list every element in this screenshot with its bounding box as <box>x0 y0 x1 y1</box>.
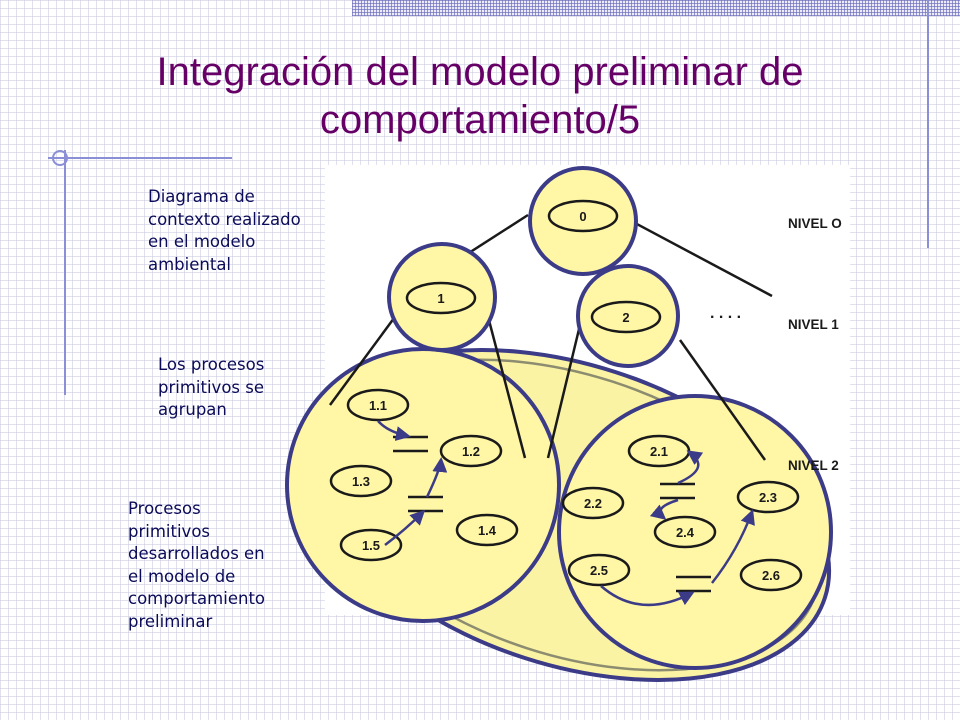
note-line: primitivos se <box>158 377 265 397</box>
process-bubble-2-6 <box>739 558 803 592</box>
note-context-diagram: Diagrama de contexto realizado en el mod… <box>148 186 301 276</box>
process-label: 0 <box>579 209 586 224</box>
slide-title: Integración del modelo preliminar de com… <box>0 48 960 144</box>
note-line: comportamiento <box>128 589 266 608</box>
process-label: 2.2 <box>584 496 602 511</box>
note-line: el modelo de <box>128 566 236 586</box>
data-flow-arrow <box>677 450 704 485</box>
note-line: desarrollados en <box>128 544 265 563</box>
level-label: NIVEL 2 <box>788 458 839 473</box>
level-labels: NIVEL O NIVEL 1 NIVEL 2 <box>788 216 842 473</box>
note-line: contexto realizado <box>148 209 301 229</box>
data-flow-arrow <box>600 585 695 607</box>
level-label: NIVEL O <box>788 216 842 231</box>
process-bubble-1 <box>405 281 477 315</box>
data-flow-arrow <box>384 509 426 546</box>
process-label: 1.3 <box>352 474 370 489</box>
process-label: 1.4 <box>478 523 497 538</box>
process-bubble-2 <box>590 300 662 334</box>
data-flow-arrow <box>649 498 679 520</box>
process-label: 2.4 <box>676 525 695 540</box>
connector-line <box>483 304 527 459</box>
process-labels: 0 1 2 1.1 1.2 1.3 1.4 1.5 2.1 2.2 2.3 2.… <box>352 209 780 583</box>
process-label: 1 <box>437 291 444 306</box>
note-line: Procesos <box>128 499 201 518</box>
note-line: Los procesos <box>158 355 265 374</box>
data-flow-arrow <box>711 509 755 584</box>
level-label: NIVEL 1 <box>788 317 839 332</box>
note-grouped-processes: Los procesos primitivos se agrupan <box>158 354 264 422</box>
note-line: ambiental <box>148 254 232 274</box>
process-bubble-1-2 <box>439 434 503 468</box>
title-underline-accent <box>48 157 232 159</box>
more-processes-ellipsis: . . . . <box>710 305 741 322</box>
note-line: primitivos <box>128 521 211 541</box>
process-bubble-1-3 <box>329 464 393 498</box>
note-line: en el modelo <box>148 232 256 251</box>
note-line: agrupan <box>158 400 227 419</box>
process-label: 1.1 <box>369 398 387 413</box>
note-line: preliminar <box>128 611 213 631</box>
level2-detail-circle-1 <box>285 347 561 623</box>
process-label: 2.6 <box>762 568 780 583</box>
process-bubble-1-4 <box>455 513 519 547</box>
data-flow-arrow <box>425 457 448 498</box>
process-bubble-1-5 <box>339 528 403 562</box>
process-label: 2.1 <box>650 444 668 459</box>
title-line-1: Integración del modelo preliminar de <box>156 50 804 94</box>
right-accent-line <box>927 0 929 248</box>
connector-line <box>546 324 582 459</box>
process-bubble-0 <box>547 199 619 233</box>
process-label: 2 <box>622 310 629 325</box>
bullet-circle-decoration <box>52 150 68 166</box>
process-bubbles <box>329 199 803 592</box>
title-line-2: comportamiento/5 <box>319 98 641 142</box>
note-developed-processes: Procesos primitivos desarrollados en el … <box>128 498 265 633</box>
process-label: 1.5 <box>362 538 380 553</box>
connector-line <box>328 309 402 406</box>
connector-line <box>619 213 773 298</box>
left-accent-line <box>64 150 66 395</box>
process-bubble-2-2 <box>561 486 625 520</box>
process-bubble-2-3 <box>736 480 800 514</box>
process-label: 2.3 <box>759 490 777 505</box>
corner-grid-decoration <box>352 0 960 16</box>
process-bubble-2-4 <box>653 515 717 549</box>
note-line: Diagrama de <box>148 187 255 206</box>
data-stores <box>393 435 711 593</box>
process-label: 2.5 <box>590 563 608 578</box>
process-bubble-1-1 <box>346 388 410 422</box>
process-label: 1.2 <box>462 444 480 459</box>
connector-line <box>678 339 767 461</box>
data-flows <box>377 420 755 607</box>
data-flow-arrow <box>377 420 411 441</box>
process-bubble-2-5 <box>567 553 631 587</box>
